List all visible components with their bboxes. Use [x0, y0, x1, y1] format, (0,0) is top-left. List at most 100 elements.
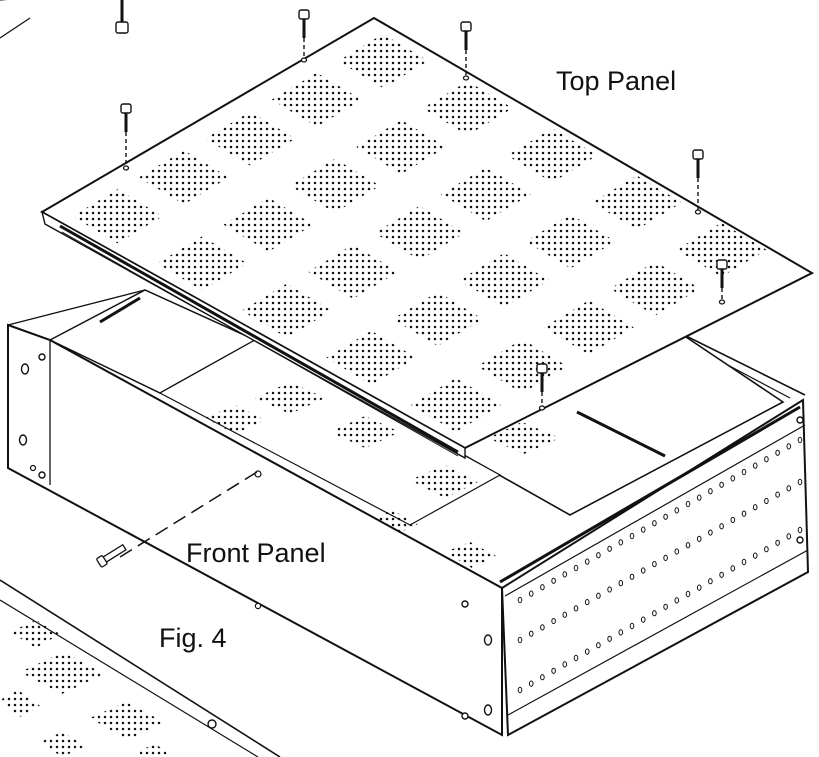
side-wall-hole: [596, 592, 601, 599]
side-wall-hole: [685, 542, 691, 549]
side-wall-hole: [775, 539, 780, 546]
side-wall-hole: [517, 686, 523, 694]
side-wall-hole: [663, 513, 668, 520]
side-wall-hole: [528, 680, 534, 687]
front-panel-label: Front Panel: [186, 538, 326, 568]
side-wall-hole: [764, 546, 769, 553]
vent-hole-pattern: [507, 128, 598, 183]
vent-hole-pattern: [392, 292, 483, 346]
vent-hole-pattern: [356, 120, 447, 174]
vent-hole-pattern: [205, 111, 296, 166]
side-wall-hole: [652, 520, 657, 527]
side-wall-hole: [573, 564, 579, 572]
side-wall-hole: [741, 510, 747, 517]
vent-hole-pattern: [223, 197, 314, 252]
side-wall-hole: [797, 526, 803, 534]
side-wall-hole: [730, 565, 736, 572]
vent-hole-pattern: [591, 175, 682, 230]
vent-hole-pattern: [72, 189, 163, 244]
side-wall-hole: [640, 616, 646, 623]
background-vent-pattern: [0, 690, 40, 718]
side-wall-hole: [596, 642, 601, 649]
vent-hole-pattern: [543, 300, 634, 355]
side-wall-hole: [708, 529, 713, 536]
floor-vent-pattern: [410, 465, 478, 498]
top-panel-label: Top Panel: [556, 66, 677, 96]
side-wall-hole: [786, 485, 792, 492]
side-wall-hole: [640, 526, 646, 533]
side-wall-hole: [775, 449, 780, 456]
vent-hole-pattern: [477, 339, 568, 394]
side-wall-hole: [528, 590, 534, 597]
side-wall-hole: [618, 580, 624, 587]
side-wall-hole: [674, 507, 680, 514]
side-wall-hole: [719, 481, 724, 488]
side-wall-hole: [752, 504, 758, 511]
side-wall-hole: [573, 605, 579, 612]
side-wall-hole: [719, 523, 724, 530]
side-wall-hole: [685, 500, 691, 508]
background-vent-pattern: [90, 702, 164, 740]
side-wall-hole: [607, 545, 612, 552]
side-wall-hole: [741, 468, 747, 476]
side-wall-hole: [797, 436, 803, 444]
floor-vent-pattern: [255, 382, 325, 414]
vent-hole-pattern: [289, 158, 380, 213]
vent-hole-pattern: [410, 378, 501, 432]
side-wall-hole: [696, 494, 702, 501]
top-panel-screws: [120, 9, 728, 411]
chassis-body: [7, 289, 810, 737]
side-wall-hole: [618, 539, 624, 546]
side-wall-hole: [528, 630, 534, 637]
side-wall-hole: [685, 590, 691, 598]
side-wall-hole: [764, 456, 769, 463]
vent-hole-pattern: [326, 330, 417, 385]
background-vent-pattern: [40, 732, 86, 757]
vent-hole-pattern: [271, 72, 362, 127]
side-wall-hole: [663, 554, 668, 561]
vent-hole-pattern: [241, 283, 332, 338]
side-wall-hole: [663, 603, 668, 610]
side-wall-hole: [562, 611, 568, 618]
background-vent-pattern: [10, 620, 60, 648]
side-wall-hole: [752, 462, 758, 469]
side-wall-hole: [629, 622, 635, 630]
side-wall-hole: [708, 488, 713, 495]
side-wall-hole: [573, 654, 579, 662]
background-vent-pattern: [20, 652, 104, 694]
side-wall-hole: [719, 571, 724, 578]
vent-hole-pattern: [374, 206, 465, 260]
vent-hole-pattern: [422, 81, 513, 136]
side-wall-hole: [652, 610, 657, 617]
side-wall-hole: [618, 629, 624, 636]
background-chassis: [0, 0, 281, 757]
side-wall-hole: [764, 497, 769, 505]
front-panel-holes: [18, 353, 804, 720]
side-wall-hole: [540, 584, 545, 591]
vent-hole-pattern: [138, 150, 229, 205]
screw-icon: [460, 21, 472, 81]
screw-icon: [536, 363, 548, 411]
vent-hole-pattern: [676, 222, 767, 277]
side-wall-hole: [562, 571, 568, 578]
front-panel: [7, 323, 503, 737]
vent-hole-pattern: [525, 214, 616, 269]
side-wall-hole: [517, 636, 523, 644]
vent-hole-pattern: [157, 236, 248, 291]
side-wall-hole: [640, 567, 646, 574]
side-wall-hole-rows: [517, 436, 803, 694]
side-wall-hole: [596, 552, 601, 559]
floor-vent-pattern: [488, 422, 560, 454]
side-wall-hole: [517, 596, 523, 604]
top-panel: [39, 16, 815, 460]
side-wall-hole: [584, 558, 590, 565]
side-wall-hole: [696, 584, 702, 591]
side-wall-hole: [674, 597, 680, 604]
side-wall-hole: [730, 516, 736, 524]
top-panel-vent-grid: [72, 34, 767, 432]
screw-icon: [115, 0, 129, 34]
side-wall-hole: [551, 617, 556, 625]
side-wall-hole: [786, 443, 792, 450]
side-wall-hole: [551, 667, 556, 674]
